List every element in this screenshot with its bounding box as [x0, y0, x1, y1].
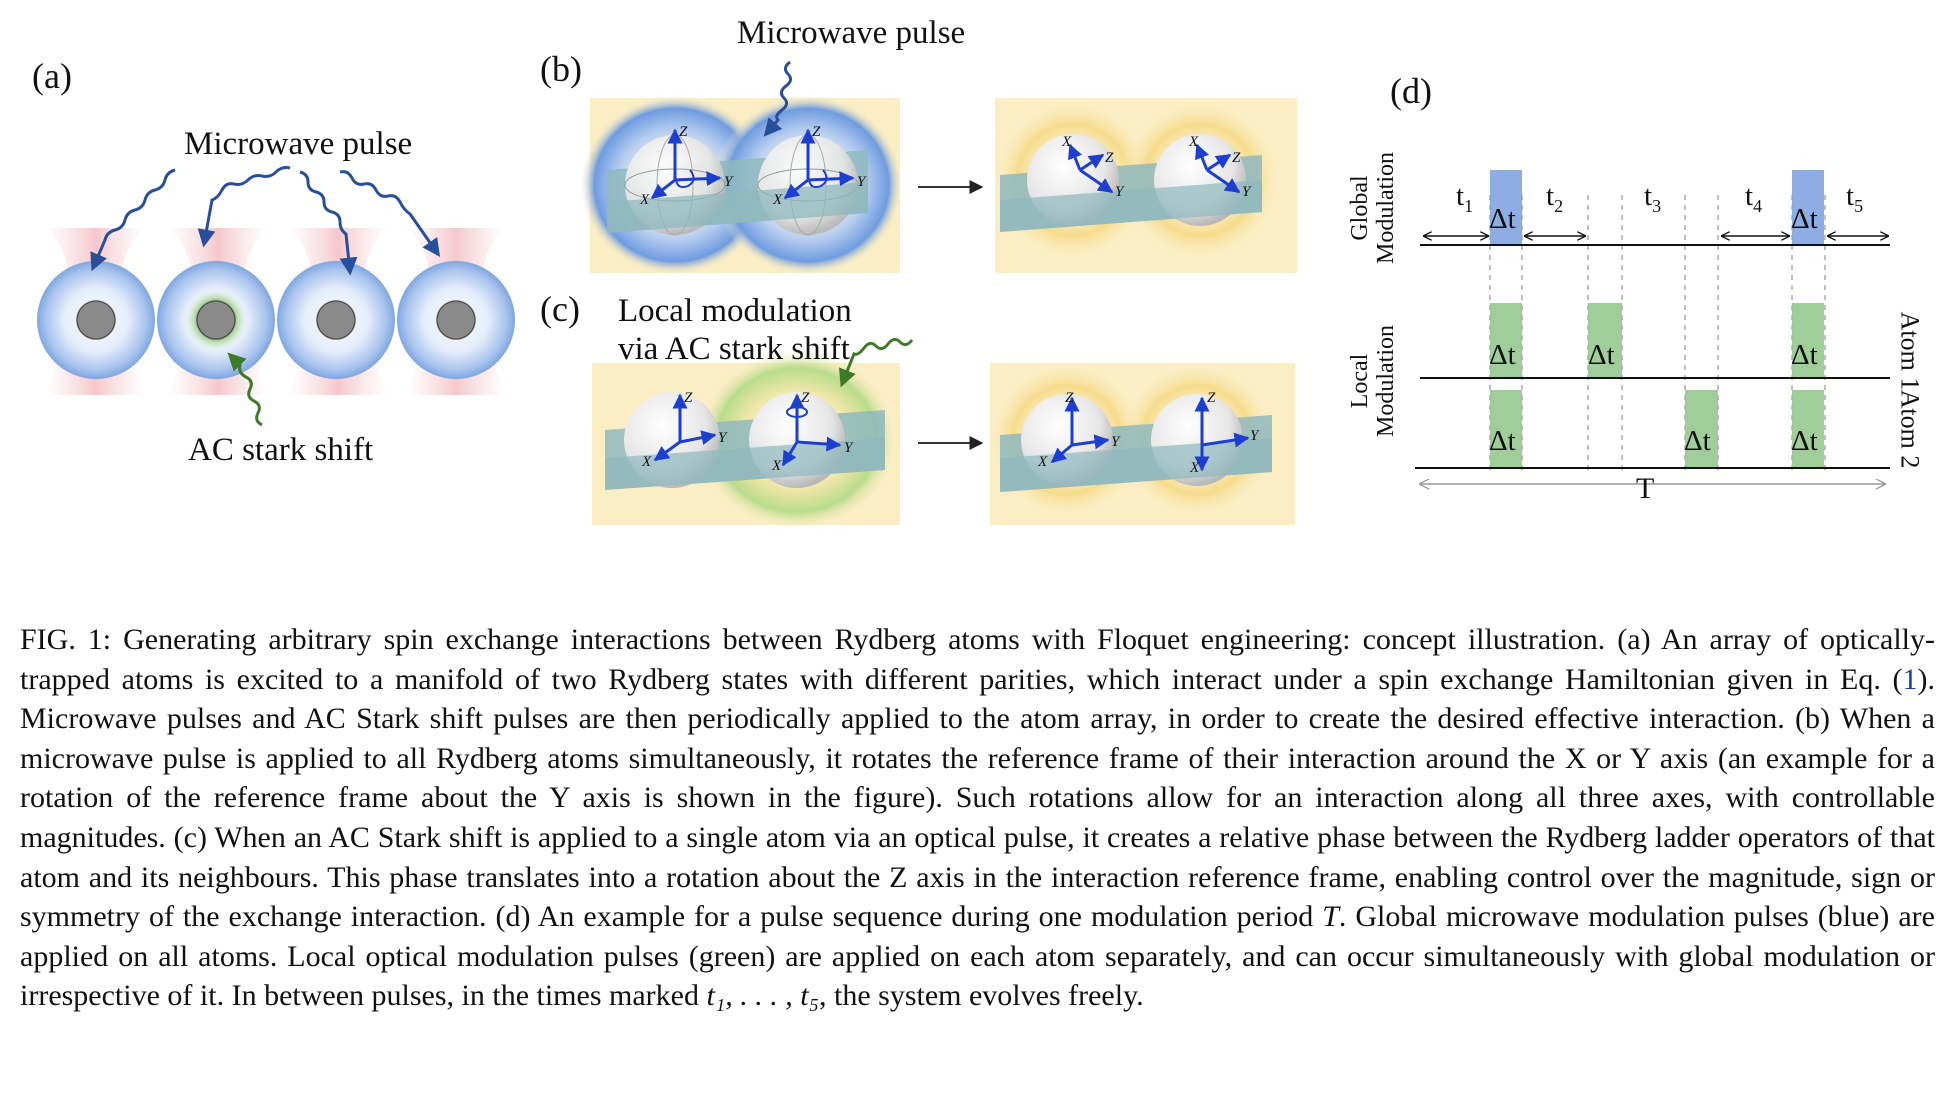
svg-text:Z: Z: [1105, 150, 1114, 166]
panel-b: Z Y X Z Y X X Z Y X Z Y: [580, 60, 1297, 275]
svg-text:X: X: [641, 454, 652, 470]
atom2-label: Atom 2: [1895, 389, 1925, 469]
panel-a-stark-label: AC stark shift: [188, 432, 374, 468]
global-pulse: [1490, 170, 1522, 245]
panel-c-letter: (c): [540, 289, 580, 329]
t5-label: t5: [1846, 180, 1864, 216]
global-pulse: [1792, 170, 1824, 245]
pulse-label: Δt: [1489, 339, 1516, 371]
svg-text:Z: Z: [679, 124, 688, 140]
stark-wave-a: [227, 352, 263, 427]
svg-text:Y: Y: [1111, 434, 1121, 450]
pulse-label: Δt: [1588, 339, 1615, 371]
atom-4: [397, 261, 515, 379]
svg-text:Y: Y: [857, 174, 867, 190]
panel-b-microwave-label: Microwave pulse: [737, 15, 966, 51]
local-pulse-atom2: [1685, 390, 1718, 468]
atom1-label: Atom 1: [1895, 311, 1925, 391]
svg-text:X: X: [771, 458, 782, 474]
pulse-label: Δt: [1684, 425, 1711, 457]
local-pulse-atom1: [1792, 303, 1824, 378]
svg-text:X: X: [1061, 134, 1072, 150]
svg-text:X: X: [772, 192, 783, 208]
panel-c-label-line2: via AC stark shift: [618, 331, 850, 367]
svg-text:X: X: [1189, 460, 1200, 476]
t2-label: t2: [1546, 180, 1564, 216]
panel-c-label-line1: Local modulation: [618, 293, 852, 329]
svg-text:X: X: [1188, 134, 1199, 150]
pulse-label: Δt: [1791, 425, 1818, 457]
svg-text:Y: Y: [1250, 428, 1260, 444]
svg-text:Z: Z: [1065, 390, 1074, 406]
panel-a: [37, 166, 515, 427]
local-pulse-atom1: [1588, 303, 1622, 378]
equation-reference-link[interactable]: 1: [1902, 662, 1918, 696]
atom-3: [277, 261, 395, 379]
figure-graphics: Z Y X Z Y X X Z Y X Z Y: [37, 60, 1890, 530]
panel-d-letter: (d): [1390, 71, 1432, 111]
svg-text:Z: Z: [801, 390, 810, 406]
svg-text:Y: Y: [1115, 184, 1125, 200]
microwave-waves-a: [90, 166, 441, 276]
t3-label: t3: [1644, 180, 1662, 216]
t4-label: t4: [1745, 180, 1763, 216]
local-pulse-atom1: [1490, 303, 1522, 378]
pulse-label: Δt: [1791, 203, 1818, 235]
svg-text:Y: Y: [1242, 184, 1252, 200]
svg-text:Y: Y: [844, 440, 854, 456]
figure: Z Y X Z Y X X Z Y X Z Y: [32, 15, 1925, 530]
stark-wave-c: [838, 337, 914, 388]
panel-a-microwave-label: Microwave pulse: [184, 126, 413, 162]
svg-text:Z: Z: [812, 124, 821, 140]
svg-text:Z: Z: [1232, 150, 1241, 166]
panel-d: [1415, 170, 1890, 484]
microwave-wave-b: [763, 60, 793, 137]
svg-text:Z: Z: [1207, 390, 1216, 406]
atom-1: [37, 261, 155, 379]
panel-b-letter: (b): [540, 49, 582, 89]
t1-label: t1: [1456, 180, 1474, 216]
svg-text:X: X: [1037, 454, 1048, 470]
period-label: T: [1636, 472, 1655, 505]
svg-text:Z: Z: [684, 390, 693, 406]
svg-text:Y: Y: [718, 430, 728, 446]
local-pulse-atom2: [1792, 390, 1824, 468]
svg-text:X: X: [639, 192, 650, 208]
pulse-label: Δt: [1489, 203, 1516, 235]
figure-caption: FIG. 1: Generating arbitrary spin exchan…: [20, 623, 1935, 1013]
pulse-label: Δt: [1489, 425, 1516, 457]
local-pulse-atom2: [1490, 390, 1522, 468]
panel-c: Z Y X Z Y X Z Y X Z Y X: [592, 337, 1295, 530]
panel-a-letter: (a): [32, 56, 72, 96]
svg-text:Y: Y: [724, 174, 734, 190]
atom-2: [157, 261, 275, 379]
pulse-label: Δt: [1791, 339, 1818, 371]
